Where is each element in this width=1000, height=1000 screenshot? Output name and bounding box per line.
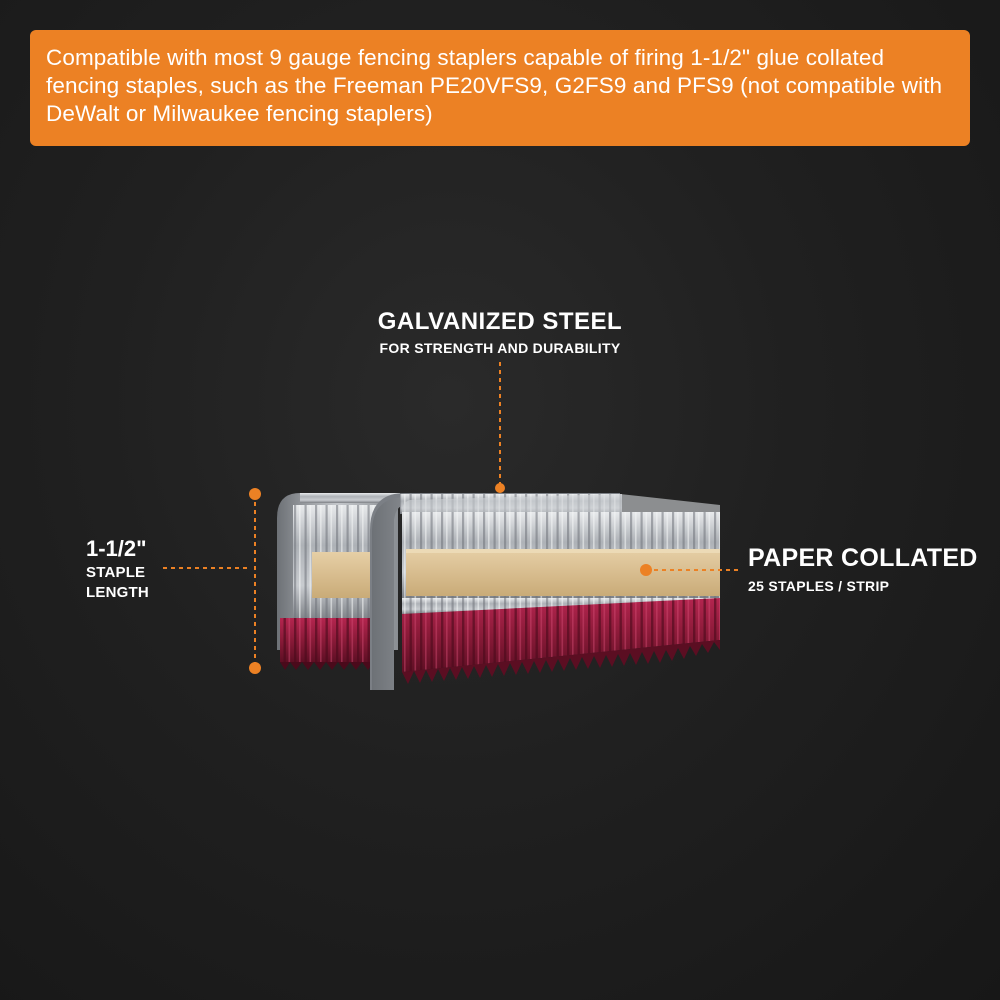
- compatibility-text: Compatible with most 9 gauge fencing sta…: [46, 45, 943, 126]
- callout-lines: [163, 362, 742, 674]
- paper-callout-dot: [640, 564, 652, 576]
- front-staple-strip: [370, 493, 720, 690]
- paper-callout-title: PAPER COLLATED: [748, 544, 978, 572]
- length-callout-title: 1-1/2": [86, 536, 147, 561]
- steel-callout-title: GALVANIZED STEEL: [377, 308, 623, 335]
- steel-callout-subtitle: FOR STRENGTH AND DURABILITY: [379, 340, 621, 356]
- length-top-dot: [249, 488, 261, 500]
- length-subtitle-line2: LENGTH: [86, 584, 149, 601]
- length-bottom-dot: [249, 662, 261, 674]
- steel-callout-dot: [495, 483, 505, 493]
- length-callout-subtitle: STAPLE LENGTH: [86, 563, 149, 603]
- paper-callout-subtitle: 25 STAPLES / STRIP: [748, 578, 890, 594]
- compatibility-banner: Compatible with most 9 gauge fencing sta…: [30, 30, 970, 146]
- length-subtitle-line1: STAPLE: [86, 564, 146, 581]
